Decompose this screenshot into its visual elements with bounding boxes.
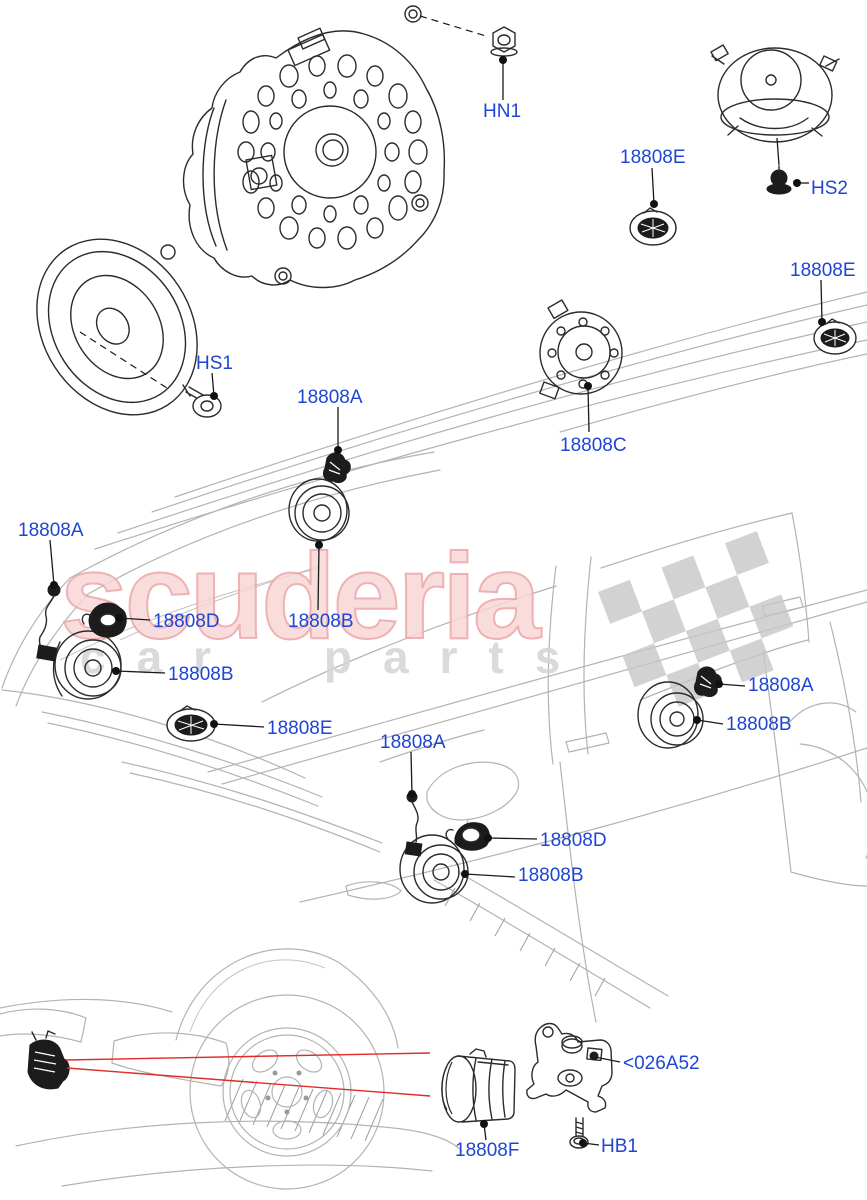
part-label-hn1[interactable]: HN1 <box>483 101 521 122</box>
part-label-b-left-door[interactable]: 18808B <box>168 664 234 685</box>
dash-speaker-drawing <box>166 705 216 742</box>
leader-lines <box>49 56 826 1147</box>
part-label-bracket[interactable]: <026A52 <box>623 1053 700 1074</box>
tweeter-front-door-drawing <box>445 822 490 851</box>
hb1-bolt-drawing <box>569 1117 589 1149</box>
clip-rear-door-drawing <box>693 666 722 698</box>
hn1-leader-dashed <box>419 15 487 37</box>
wiring-mirror-drawing <box>404 791 423 857</box>
bracket-drawing <box>526 1022 613 1113</box>
part-label-d-left-door[interactable]: 18808D <box>153 611 220 632</box>
part-label-c-roof[interactable]: 18808C <box>560 435 627 456</box>
part-label-e-roof-rear[interactable]: 18808E <box>790 260 856 281</box>
tweeter-left-door-drawing <box>81 602 127 638</box>
part-label-a-front-door[interactable]: 18808A <box>380 732 446 753</box>
part-label-b-roof[interactable]: 18808B <box>288 611 354 632</box>
part-label-e-roof-front[interactable]: 18808E <box>620 147 686 168</box>
hs2-insertion-line <box>776 137 780 166</box>
part-label-f-vsp[interactable]: 18808F <box>455 1140 519 1161</box>
wiring-apillar-drawing <box>36 583 61 662</box>
part-label-b-front-door[interactable]: 18808B <box>518 865 584 886</box>
part-label-a-apillar[interactable]: 18808A <box>18 520 84 541</box>
part-label-b-rear-door[interactable]: 18808B <box>726 714 792 735</box>
roof-tweeter-rear-drawing <box>813 318 857 355</box>
subwoofer-cone-drawing <box>36 238 198 416</box>
subwoofer-enclosure-drawing <box>182 5 446 289</box>
part-label-hs1[interactable]: HS1 <box>196 353 233 374</box>
part-label-hb1[interactable]: HB1 <box>601 1136 638 1157</box>
roof-speaker-c-drawing <box>539 299 623 400</box>
enclosure-perforations <box>237 54 428 250</box>
part-labels: HN1 18808E HS2 18808E HS1 18808A 18808C … <box>18 101 856 1161</box>
part-label-hs2[interactable]: HS2 <box>811 178 848 199</box>
wheel-spoke-cutouts <box>240 1049 334 1140</box>
hn1-nut-drawing <box>490 26 518 57</box>
rear-dome-speaker-drawing <box>710 44 840 143</box>
hs2-screw-drawing <box>766 165 792 195</box>
checkered-flag <box>598 531 794 707</box>
roof-tweeter-front-drawing <box>629 207 677 246</box>
watermark-tagline: car parts <box>80 631 591 683</box>
red-location-lines <box>65 1052 431 1097</box>
part-label-a-rear-door[interactable]: 18808A <box>748 675 814 696</box>
part-label-d-front-door[interactable]: 18808D <box>540 830 607 851</box>
hs1-pushpin-drawing <box>182 384 222 418</box>
speaker-left-door-drawing <box>52 630 122 700</box>
car-outline <box>0 291 867 1190</box>
vsp-mounted-drawing <box>27 1030 70 1090</box>
vsp-module-drawing <box>441 1048 516 1123</box>
speaker-roof-b-drawing <box>288 478 350 542</box>
part-label-a-header[interactable]: 18808A <box>297 387 363 408</box>
hs1-insertion-line <box>79 331 171 391</box>
watermark: scuderia car parts <box>59 527 794 707</box>
clip-header-drawing <box>322 452 351 484</box>
part-label-e-dash[interactable]: 18808E <box>267 718 333 739</box>
watermark-brand: scuderia <box>60 528 542 664</box>
